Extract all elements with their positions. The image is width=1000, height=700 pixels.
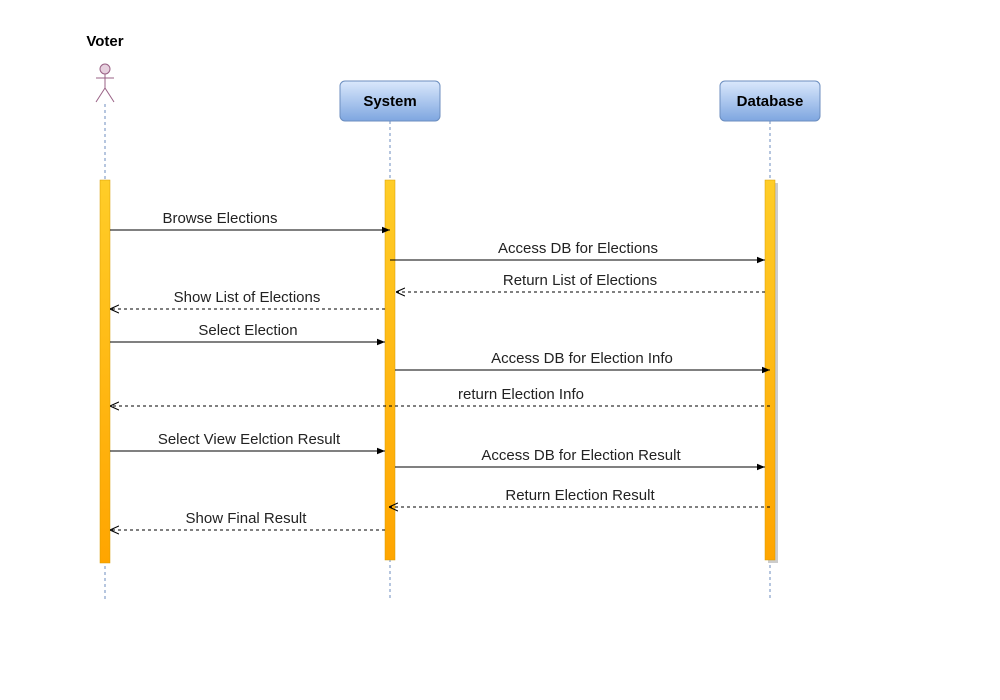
message-label: Select Election	[198, 322, 297, 339]
message-label: Return Election Result	[505, 487, 655, 504]
message-select-view-result: Select View Eelction Result	[110, 431, 385, 455]
message-browse-elections: Browse Elections	[110, 210, 390, 234]
database-participant: Database	[719, 80, 821, 122]
system-participant: System	[339, 80, 441, 122]
message-label: Access DB for Election Result	[481, 447, 681, 464]
actor-stick-figure-icon	[95, 63, 115, 103]
message-label: Browse Elections	[162, 210, 277, 227]
message-label: Select View Eelction Result	[158, 431, 341, 448]
voter-activation-bar	[99, 179, 111, 564]
database-box	[719, 80, 821, 122]
message-select-election: Select Election	[110, 322, 385, 346]
message-label: Show List of Elections	[174, 289, 321, 306]
system-label: System	[363, 93, 416, 110]
message-show-list-elections: Show List of Elections	[110, 289, 385, 309]
database-label: Database	[737, 93, 804, 110]
voter-actor: Voter	[86, 33, 124, 103]
system-activation-bar	[384, 179, 396, 561]
message-label: Return List of Elections	[503, 272, 657, 289]
message-label: Access DB for Election Info	[491, 350, 673, 367]
message-access-db-election-info: Access DB for Election Info	[395, 350, 770, 374]
system-box	[339, 80, 441, 122]
message-show-final-result: Show Final Result	[110, 510, 385, 530]
message-return-election-info: return Election Info	[110, 386, 770, 406]
message-return-election-result: Return Election Result	[389, 487, 770, 507]
message-label: Show Final Result	[186, 510, 308, 527]
message-access-db-election-result: Access DB for Election Result	[395, 447, 765, 471]
message-access-db-elections: Access DB for Elections	[390, 240, 765, 264]
message-label: return Election Info	[458, 386, 584, 403]
message-return-list-elections: Return List of Elections	[396, 272, 765, 292]
voter-label: Voter	[86, 33, 123, 50]
message-label: Access DB for Elections	[498, 240, 658, 257]
